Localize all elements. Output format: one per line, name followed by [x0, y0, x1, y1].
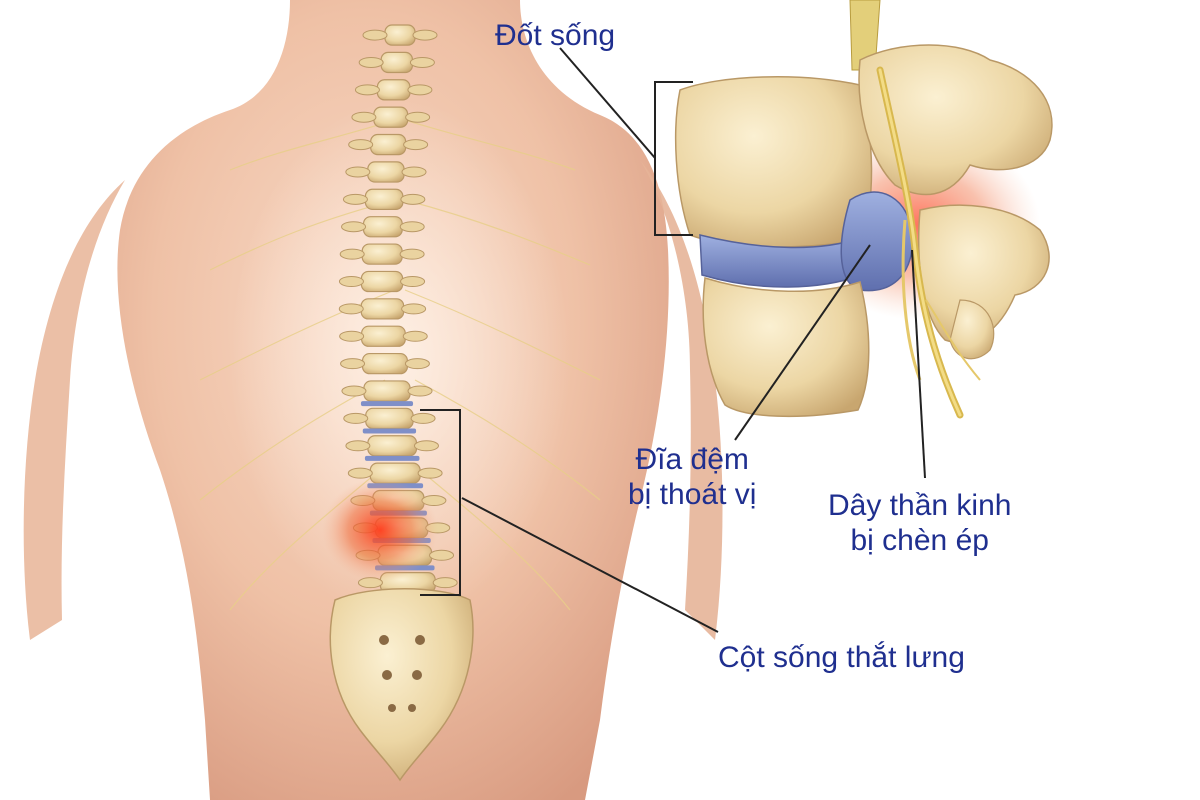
vertebra-closeup	[674, 0, 1053, 419]
spine-process	[407, 385, 433, 397]
spine-process	[401, 303, 427, 315]
spine-process	[341, 221, 367, 233]
spine-disc	[360, 401, 414, 407]
spine-vertebra	[360, 270, 404, 293]
spine-vertebra	[362, 216, 403, 238]
spine-process	[345, 440, 371, 452]
spine-vertebra	[360, 298, 405, 320]
spine-process	[417, 467, 443, 479]
spine-process	[338, 303, 364, 315]
label-vertebra: Đốt sống	[495, 19, 616, 52]
spine-vertebra	[367, 435, 418, 457]
leader-line-disc	[734, 244, 871, 441]
spine-process	[412, 29, 438, 41]
spine-vertebra	[361, 243, 403, 265]
spine-process	[404, 358, 430, 370]
spine-vertebra	[365, 407, 414, 430]
spine-vertebra	[361, 352, 409, 375]
spine-process	[399, 248, 425, 260]
lumbar-inflammation	[322, 478, 438, 582]
spine-process	[429, 549, 455, 561]
spine-vertebra	[380, 51, 414, 74]
spine-process	[400, 193, 426, 205]
label-herniated-disc-line1: Đĩa đệm	[635, 443, 749, 476]
spine-process	[405, 111, 431, 123]
spine-process	[351, 111, 377, 123]
leader-line-vertebra	[559, 47, 656, 159]
label-herniated-disc-line2: bị thoát vị	[628, 478, 757, 512]
spine-process	[409, 56, 435, 68]
spine-process	[400, 275, 426, 287]
spine-process	[402, 330, 428, 342]
vertebra-bracket	[654, 81, 693, 236]
spine-vertebra	[376, 79, 411, 101]
spine-process	[399, 221, 425, 233]
spine-process	[410, 412, 436, 424]
spine-process	[362, 29, 388, 41]
label-lumbar-spine: Cột sống thắt lưng	[718, 641, 965, 674]
sacrum	[329, 588, 474, 782]
spine-vertebra	[367, 161, 405, 183]
leader-lines	[461, 47, 926, 633]
spine-process	[341, 385, 367, 397]
spine-process	[432, 577, 458, 589]
spine-process	[339, 330, 365, 342]
leader-line-nerve	[911, 249, 926, 479]
spine-disc	[362, 428, 417, 434]
label-herniated-disc: Đĩa đệm bị thoát vị	[628, 442, 756, 513]
spine-process	[358, 56, 384, 68]
spine-process	[343, 412, 369, 424]
spine-process	[354, 84, 380, 96]
spine-process	[348, 139, 374, 151]
spine-process	[347, 467, 373, 479]
label-compressed-nerve-line1: Dây thần kinh	[828, 489, 1012, 522]
spine-process	[401, 166, 427, 178]
spine-process	[342, 193, 368, 205]
spine-vertebra	[373, 106, 409, 128]
spine-process	[338, 275, 364, 287]
label-compressed-nerve: Dây thần kinh bị chèn ép	[828, 488, 1011, 559]
spine-process	[340, 358, 366, 370]
label-compressed-nerve-line2: bị chèn ép	[850, 524, 989, 558]
spine-process	[403, 139, 429, 151]
spine-vertebra	[364, 188, 404, 211]
spine-vertebra	[361, 325, 406, 347]
spine-process	[345, 166, 371, 178]
spine-process	[339, 248, 365, 260]
spine-disc	[364, 455, 420, 461]
spine-process	[407, 84, 433, 96]
spine-vertebra	[363, 380, 411, 402]
spine-vertebra	[370, 133, 407, 156]
spine-process	[413, 440, 439, 452]
lumbar-bracket	[420, 409, 461, 596]
leader-line-lumbar	[461, 497, 719, 633]
spine-vertebra	[384, 24, 416, 46]
